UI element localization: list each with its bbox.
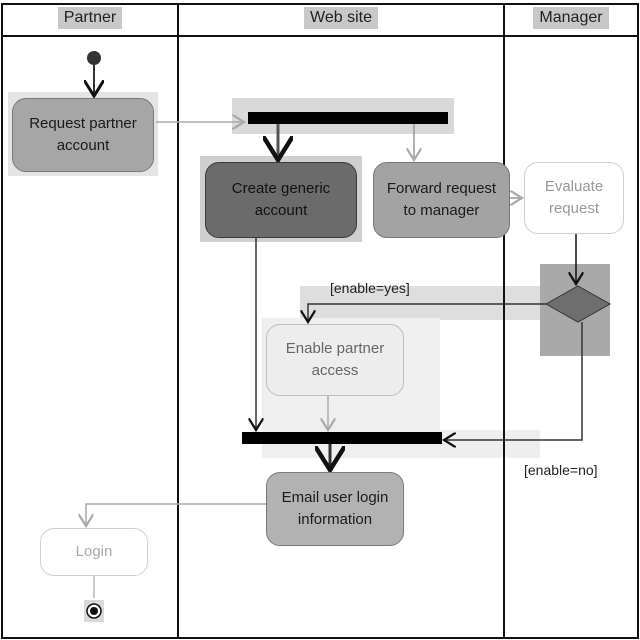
activity-label: Forward request to manager <box>386 180 497 219</box>
flow-email-login <box>86 503 266 526</box>
guard-enable-yes: [enable=yes] <box>330 280 410 296</box>
activity-request-partner-account: Request partner account <box>12 98 154 172</box>
lane-header-manager: Manager <box>504 4 638 32</box>
activity-forward-request: Forward request to manager <box>373 162 510 238</box>
fork-bar <box>248 112 448 124</box>
activity-label: Request partner account <box>29 115 137 154</box>
activity-label: Enable partner access <box>285 340 385 379</box>
activity-create-generic-account: Create generic account <box>205 162 357 238</box>
activity-label: Create generic account <box>231 180 331 219</box>
activity-login: Login <box>40 528 148 576</box>
lane-label-partner: Partner <box>57 7 123 29</box>
activity-label: Login <box>75 543 113 560</box>
flow-decision-join <box>444 322 583 440</box>
decision-node <box>544 285 612 323</box>
activity-evaluate-request: Evaluate request <box>524 162 624 234</box>
flow-decision-enable <box>308 303 546 322</box>
final-node-inner <box>90 607 98 615</box>
activity-enable-partner-access: Enable partner access <box>266 324 404 396</box>
highlight-yes-path <box>300 286 550 320</box>
activity-label: Email user login information <box>281 489 389 528</box>
lane-label-website: Web site <box>304 7 378 29</box>
lane-header-partner: Partner <box>2 4 178 32</box>
diagram-frame <box>1 3 639 639</box>
lane-label-manager: Manager <box>533 7 609 29</box>
initial-node <box>87 51 101 65</box>
activity-email-login-info: Email user login information <box>266 472 404 546</box>
highlight-join <box>440 430 540 458</box>
activity-label: Evaluate request <box>544 178 604 217</box>
join-bar <box>242 432 442 444</box>
lane-header-website: Web site <box>178 4 504 32</box>
guard-enable-no: [enable=no] <box>524 462 598 478</box>
